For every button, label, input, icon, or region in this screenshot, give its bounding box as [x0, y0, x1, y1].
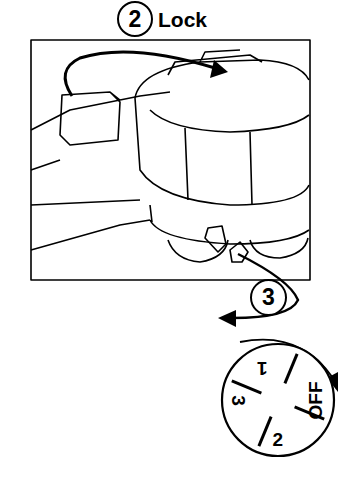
callout-number: 3	[250, 279, 287, 316]
dial-position: 2	[273, 430, 284, 449]
arrow-head	[218, 310, 236, 327]
motion-arrow	[232, 254, 298, 318]
dial-symbol: 1OFF 2 3	[220, 342, 336, 458]
dial-position: OFF	[306, 381, 325, 419]
knob-outline	[168, 238, 308, 262]
illustration-frame	[31, 40, 310, 280]
arm-outline	[31, 92, 170, 250]
collar-seam	[185, 128, 252, 205]
dial-position: 3	[228, 395, 247, 406]
collar-outline	[135, 60, 309, 205]
callout-number-text: 2	[129, 8, 142, 31]
arrow-head	[210, 60, 228, 78]
motion-arrow	[65, 52, 215, 96]
step-label: Lock	[158, 9, 207, 30]
lock-lever	[60, 92, 120, 145]
dial-position: 1	[257, 359, 268, 378]
lower-body	[31, 200, 309, 244]
callout-number: 2	[117, 1, 153, 37]
callout-number-text: 3	[262, 286, 275, 309]
